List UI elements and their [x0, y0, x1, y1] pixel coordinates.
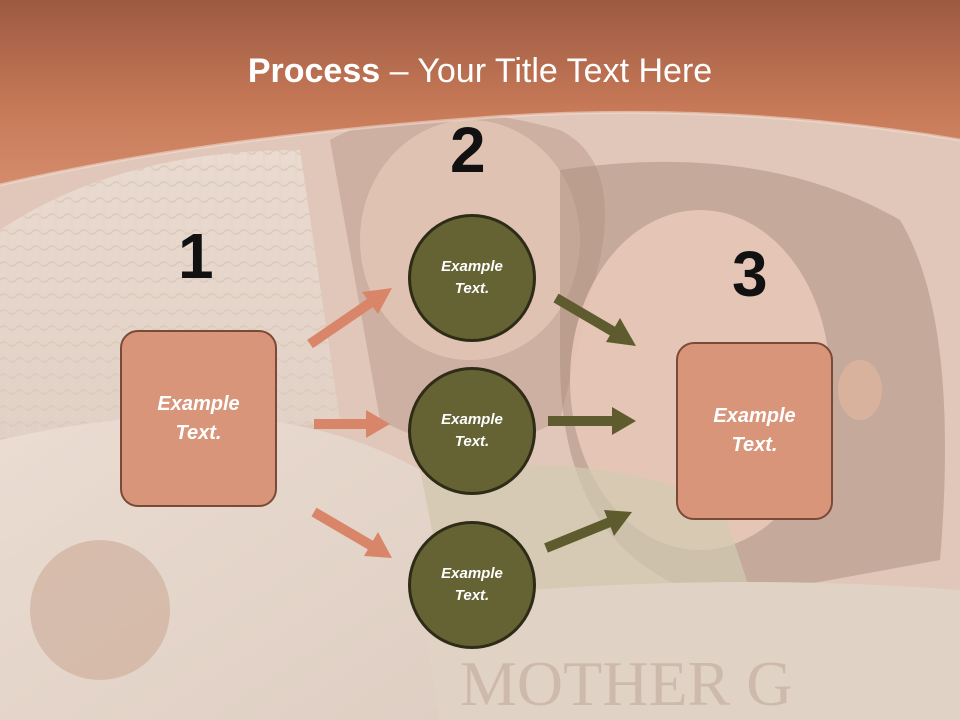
title-rest: Your Title Text Here	[417, 52, 713, 90]
circle-middle-line2: Text.	[454, 433, 490, 450]
circle-top-line1: Example	[441, 257, 503, 275]
right-process-box: Example Text.	[676, 342, 833, 520]
step-number-1: 1	[178, 220, 214, 292]
step-number-3: 3	[732, 238, 768, 310]
circle-middle-line1: Example	[441, 410, 503, 428]
left-box-line2: Text.	[175, 421, 222, 444]
process-circle-middle: Example Text.	[408, 367, 536, 495]
process-circle-bottom: Example Text.	[408, 521, 536, 649]
circle-bottom-line2: Text.	[454, 587, 490, 604]
title-bold: Process	[247, 52, 381, 90]
circle-bottom-line1: Example	[441, 564, 503, 582]
circle-top-line2: Text.	[454, 280, 490, 297]
slide-title: Process – Your Title Text Here	[0, 52, 960, 91]
process-circle-top: Example Text.	[408, 214, 536, 342]
left-box-line1: Example	[157, 392, 240, 415]
header-band	[0, 0, 960, 187]
right-box-line2: Text.	[731, 434, 778, 456]
book-title-text: MOTHER G	[460, 648, 792, 719]
left-process-box: Example Text.	[120, 330, 277, 507]
right-box-line1: Example	[713, 405, 796, 427]
step-number-2: 2	[450, 114, 486, 186]
title-separator: –	[380, 52, 418, 90]
